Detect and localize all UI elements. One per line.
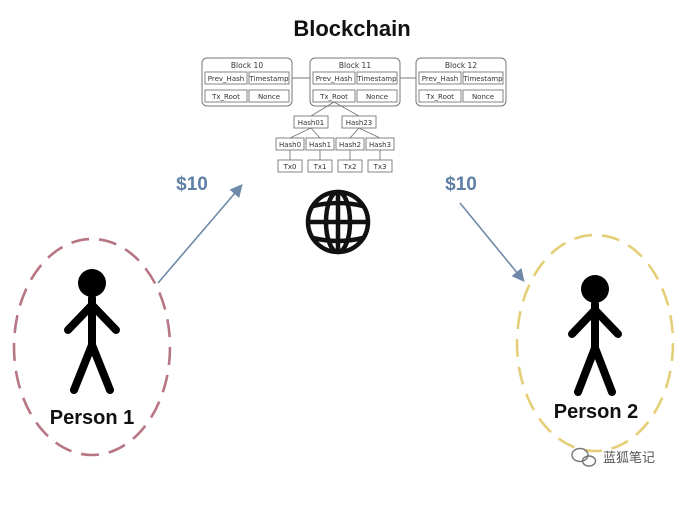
person-1-label: Person 1 (50, 407, 134, 429)
globe-icon (305, 189, 371, 255)
block-cell: Prev_Hash (422, 75, 458, 83)
block-cell: Nonce (366, 93, 388, 101)
merkle-connectors (289, 101, 381, 160)
block-cell: Tx_Root (425, 93, 454, 101)
block-cell: Prev_Hash (316, 75, 352, 83)
block-11: Block 11 Prev_Hash Timestamp Tx_Root Non… (309, 57, 401, 107)
block-cell: Timestamp (356, 75, 397, 83)
person-1: Person 1 (12, 237, 172, 457)
transaction-node: Tx3 (373, 163, 387, 171)
stick-figure-icon (64, 269, 120, 394)
block-cell: Nonce (472, 93, 494, 101)
block-cell: Tx_Root (211, 93, 240, 101)
block-label: Block 12 (445, 61, 477, 70)
person-2-label: Person 2 (554, 401, 638, 423)
merkle-node: Hash2 (339, 141, 361, 149)
wechat-icon (571, 447, 597, 467)
transaction-node: Tx2 (343, 163, 357, 171)
merkle-level-1: Hash01 Hash23 (293, 115, 377, 129)
merkle-node: Hash0 (279, 141, 301, 149)
block-label: Block 11 (339, 61, 371, 70)
block-cell: Prev_Hash (208, 75, 244, 83)
block-cell: Timestamp (462, 75, 503, 83)
transfer-arrow-to-blockchain (157, 184, 243, 284)
person-2-ring (515, 233, 675, 453)
block-cell: Timestamp (248, 75, 289, 83)
watermark-text: 蓝狐笔记 (603, 450, 655, 466)
person-2: Person 2 (515, 233, 675, 453)
block-label: Block 10 (231, 61, 263, 70)
merkle-level-2: Hash0 Hash1 Hash2 Hash3 (275, 137, 395, 151)
block-12: Block 12 Prev_Hash Timestamp Tx_Root Non… (415, 57, 507, 107)
transfer-arrow-from-blockchain (459, 202, 525, 282)
block-cell: Tx_Root (319, 93, 348, 101)
transaction-node: Tx1 (313, 163, 327, 171)
person-1-ring (12, 237, 172, 457)
transfer-amount-left: $10 (176, 174, 208, 195)
transfer-amount-right: $10 (445, 174, 477, 195)
merkle-node: Hash23 (346, 119, 373, 127)
block-cell: Nonce (258, 93, 280, 101)
stick-figure-icon (568, 275, 622, 396)
watermark: 蓝狐笔记 (571, 447, 655, 467)
merkle-node: Hash01 (298, 119, 325, 127)
transaction-node: Tx0 (283, 163, 297, 171)
block-10: Block 10 Prev_Hash Timestamp Tx_Root Non… (201, 57, 293, 107)
merkle-node: Hash3 (369, 141, 391, 149)
diagram-title: Blockchain (293, 16, 410, 41)
merkle-node: Hash1 (309, 141, 331, 149)
transaction-leaves: Tx0 Tx1 Tx2 Tx3 (277, 159, 393, 173)
